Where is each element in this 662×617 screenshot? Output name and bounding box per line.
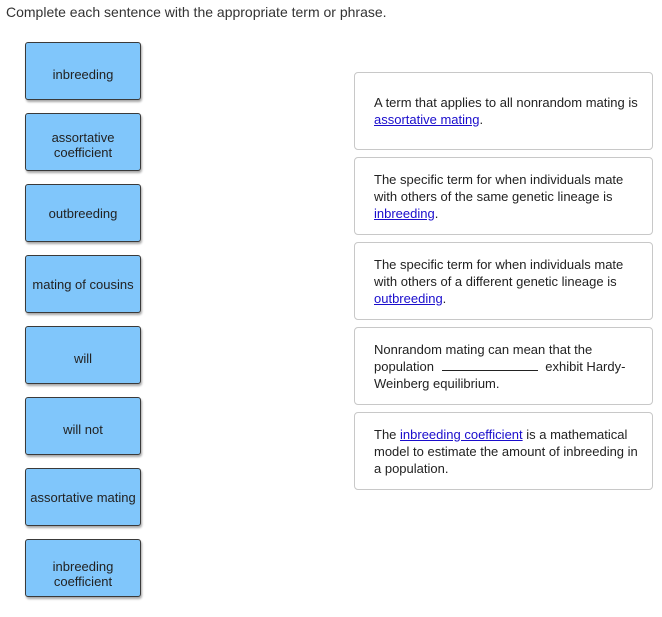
target-sentence: The specific term for when individuals m… xyxy=(374,256,642,307)
sentence-text: The specific term for when individuals m… xyxy=(374,256,624,289)
chip-label: mating of cousins xyxy=(32,276,134,292)
sentence-text: exhibit Hardy-Weinberg equilibrium. xyxy=(374,358,626,391)
instruction-text: Complete each sentence with the appropri… xyxy=(6,4,387,20)
chip-will[interactable]: will xyxy=(25,326,141,384)
chip-label: will xyxy=(73,351,93,366)
chip-outbreeding[interactable]: outbreeding xyxy=(25,184,141,242)
chip-inbreeding[interactable]: inbreeding xyxy=(25,42,141,100)
chip-assortative-coefficient[interactable]: assortative coefficient xyxy=(25,113,141,171)
filled-answer[interactable]: assortative mating xyxy=(374,112,480,127)
chip-label-line1: inbreeding xyxy=(52,559,114,574)
target-box-4[interactable]: Nonrandom mating can mean that the popul… xyxy=(354,327,653,405)
chip-label: will not xyxy=(63,422,103,437)
filled-answer[interactable]: inbreeding coefficient xyxy=(400,426,523,442)
chip-label: inbreeding coefficient xyxy=(53,559,114,589)
sentence-text: Nonrandom mating can mean that the popul… xyxy=(374,341,593,374)
target-box-3[interactable]: The specific term for when individuals m… xyxy=(354,242,653,320)
chip-label: inbreeding xyxy=(52,67,114,82)
chip-label: assortative coefficient xyxy=(52,130,115,160)
target-box-2[interactable]: The specific term for when individuals m… xyxy=(354,157,653,235)
empty-blank[interactable] xyxy=(441,359,538,371)
sentence-text: A term that applies to all nonrandom mat… xyxy=(374,95,638,110)
chip-inbreeding-coefficient[interactable]: inbreeding coefficient xyxy=(25,539,141,597)
sentence-text: The xyxy=(374,426,401,442)
sentence-text: . xyxy=(442,290,447,306)
sentence-text: . xyxy=(434,205,439,221)
sentence-text: is a mathematical model to estimate the … xyxy=(374,426,638,476)
chip-label: assortative mating xyxy=(30,489,136,505)
target-sentence: The inbreeding coefficient is a mathemat… xyxy=(374,426,642,477)
target-box-1[interactable]: A term that applies to all nonrandom mat… xyxy=(354,72,653,150)
filled-answer[interactable]: outbreeding xyxy=(374,290,443,306)
sentence-text: . xyxy=(479,112,484,127)
chip-will-not[interactable]: will not xyxy=(25,397,141,455)
chip-label: outbreeding xyxy=(48,205,118,221)
target-sentence: A term that applies to all nonrandom mat… xyxy=(374,94,642,128)
chip-label-line1: assortative xyxy=(51,130,115,145)
target-sentence: The specific term for when individuals m… xyxy=(374,171,642,222)
chip-label-line2: coefficient xyxy=(53,574,113,589)
chip-label-line2: coefficient xyxy=(53,145,113,160)
chip-mating-of-cousins[interactable]: mating of cousins xyxy=(25,255,141,313)
target-box-5[interactable]: The inbreeding coefficient is a mathemat… xyxy=(354,412,653,490)
filled-answer[interactable]: inbreeding xyxy=(374,205,435,221)
sentence-text: The specific term for when individuals m… xyxy=(374,171,624,204)
chip-assortative-mating[interactable]: assortative mating xyxy=(25,468,141,526)
target-sentence: Nonrandom mating can mean that the popul… xyxy=(374,341,642,392)
